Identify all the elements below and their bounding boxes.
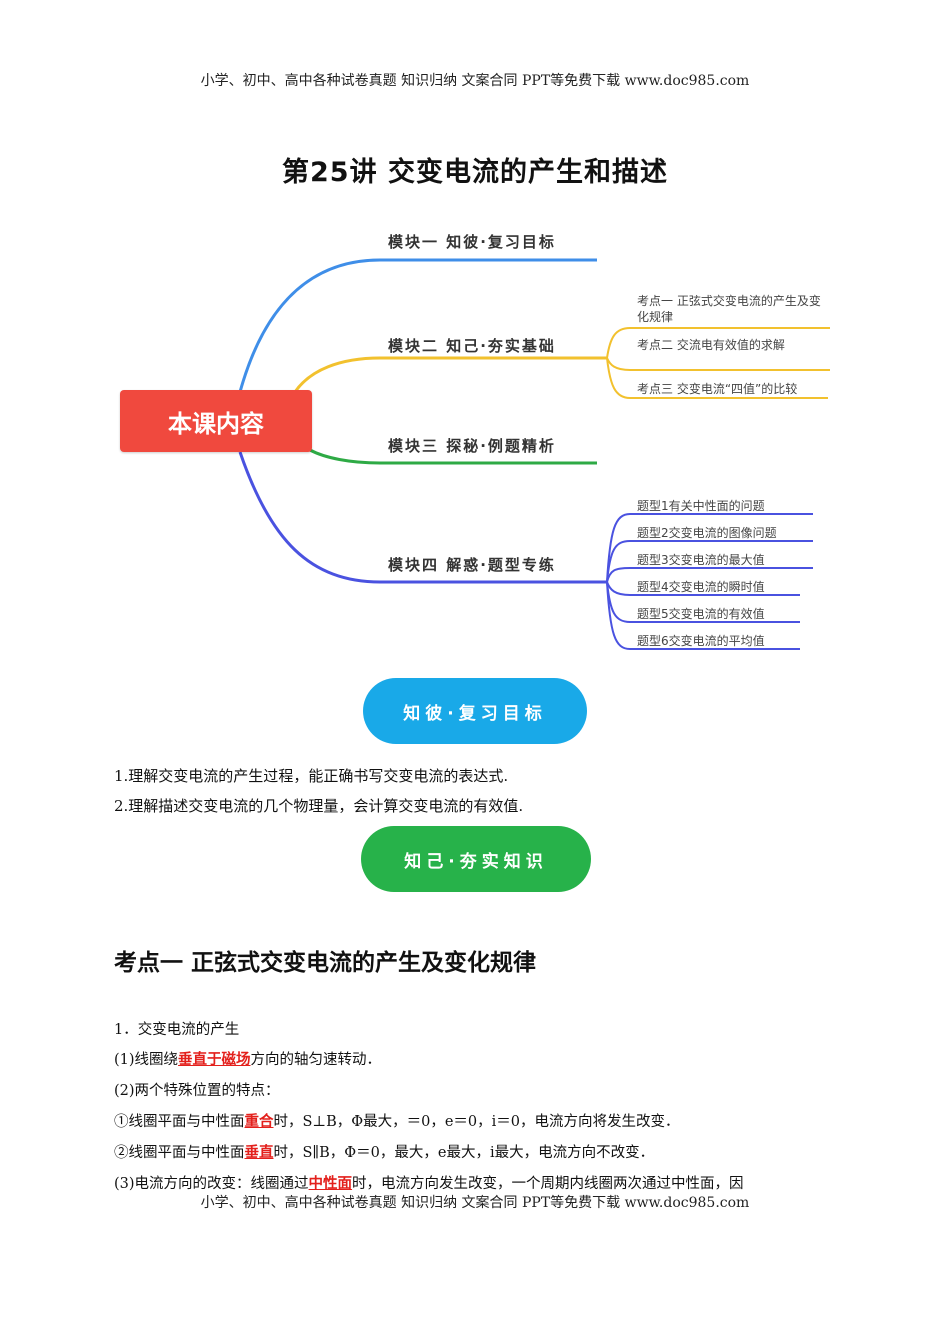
branch-line-4 — [238, 451, 607, 584]
branch-line-2 — [293, 356, 607, 393]
body-line-2-pre: (1)线圈绕 — [114, 1052, 179, 1068]
basics-badge: 知己·夯实知识 — [361, 826, 591, 892]
highlight-perpendicular: 垂直 — [244, 1144, 274, 1161]
objective-2: 2.理解描述交变电流的几个物理量，会计算交变电流的有效值. — [114, 797, 524, 815]
objective-1: 1.理解交变电流的产生过程，能正确书写交变电流的表达式. — [114, 767, 509, 785]
leaf-2-2: 考点二 交流电有效值的求解 — [637, 338, 785, 352]
leaf-line-4-2 — [606, 540, 813, 583]
leaf-4-4: 题型4交变电流的瞬时值 — [637, 580, 765, 594]
body-line-3: (2)两个特殊位置的特点： — [114, 1083, 280, 1099]
body-line-1: 1．交变电流的产生 — [114, 1022, 240, 1038]
body-line-6-pre: (3)电流方向的改变：线圈通过 — [114, 1176, 309, 1192]
mind-map-lines — [238, 258, 830, 650]
branch-label-3: 模块三 探秘·例题精析 — [388, 437, 556, 455]
leaf-line-4-6 — [606, 581, 800, 650]
highlight-perpendicular-field: 垂直于磁场 — [178, 1051, 251, 1068]
body-line-5-pre: ②线圈平面与中性面 — [114, 1145, 245, 1161]
leaf-4-5: 题型5交变电流的有效值 — [637, 607, 765, 621]
mind-map: 本课内容 模块一 知彼·复习目标 模块二 知己·夯实基础 模块三 探秘·例题精析… — [110, 220, 850, 660]
body-line-6-post: 时，电流方向发生改变，一个周期内线圈两次通过中性面，因 — [352, 1176, 744, 1192]
body-line-2: (1)线圈绕垂直于磁场方向的轴匀速转动． — [114, 1048, 381, 1069]
leaf-4-6: 题型6交变电流的平均值 — [637, 634, 765, 648]
leaf-2-1: 考点一 正弦式交变电流的产生及变化规律 — [637, 294, 821, 324]
branch-line-1 — [238, 258, 597, 393]
leaf-line-2-3 — [606, 357, 828, 399]
highlight-neutral-plane: 中性面 — [308, 1175, 353, 1192]
leaf-4-3: 题型3交变电流的最大值 — [637, 553, 765, 567]
leaf-2-3: 考点三 交变电流“四值”的比较 — [637, 382, 798, 396]
leaf-line-2-1 — [606, 327, 830, 359]
body-line-5: ②线圈平面与中性面垂直时，S∥B，Φ＝0，最大，e最大，i最大，电流方向不改变． — [114, 1141, 654, 1162]
body-line-2-post: 方向的轴匀速转动． — [250, 1052, 382, 1068]
leaf-line-4-1 — [606, 513, 813, 583]
body-line-6: (3)电流方向的改变：线圈通过中性面时，电流方向发生改变，一个周期内线圈两次通过… — [114, 1172, 744, 1193]
section-heading: 考点一 正弦式交变电流的产生及变化规律 — [114, 950, 537, 976]
mind-map-center: 本课内容 — [120, 390, 312, 452]
branch-label-1: 模块一 知彼·复习目标 — [388, 233, 556, 251]
body-line-4-pre: ①线圈平面与中性面 — [114, 1114, 245, 1130]
branch-line-3 — [309, 448, 597, 465]
page-footer: 小学、初中、高中各种试卷真题 知识归纳 文案合同 PPT等免费下载 www.do… — [200, 1195, 750, 1211]
branch-label-2: 模块二 知己·夯实基础 — [388, 337, 556, 355]
leaf-4-2: 题型2交变电流的图像问题 — [637, 526, 777, 540]
review-goals-badge: 知彼·复习目标 — [363, 678, 587, 744]
leaf-line-4-3 — [606, 567, 813, 583]
body-line-4-post: 时，S⊥B，Φ最大，＝0，e＝0，i＝0，电流方向将发生改变． — [273, 1114, 680, 1130]
highlight-coincide: 重合 — [244, 1113, 274, 1130]
body-line-5-post: 时，S∥B，Φ＝0，最大，e最大，i最大，电流方向不改变． — [273, 1145, 655, 1161]
leaf-line-2-2 — [606, 357, 830, 371]
body-line-4: ①线圈平面与中性面重合时，S⊥B，Φ最大，＝0，e＝0，i＝0，电流方向将发生改… — [114, 1110, 680, 1131]
leaf-4-1: 题型1有关中性面的问题 — [637, 499, 765, 513]
page-header: 小学、初中、高中各种试卷真题 知识归纳 文案合同 PPT等免费下载 www.do… — [200, 73, 750, 89]
page-title: 第25讲 交变电流的产生和描述 — [282, 157, 668, 188]
branch-label-4: 模块四 解惑·题型专练 — [388, 556, 556, 574]
